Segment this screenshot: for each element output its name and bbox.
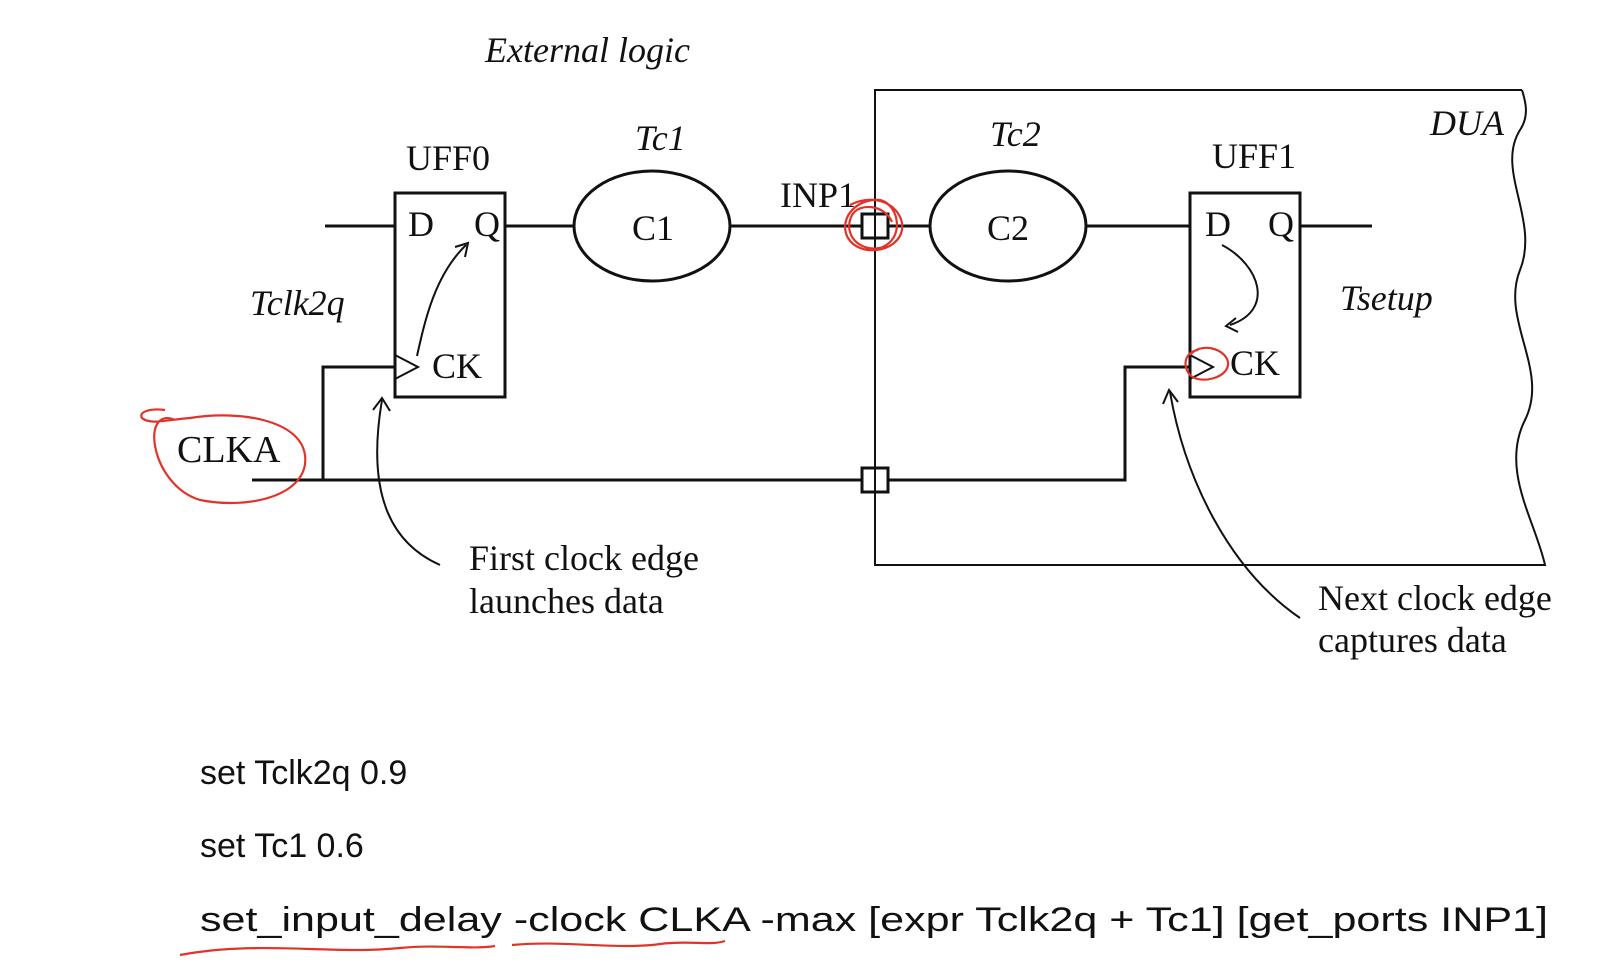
uff1-name: UFF1: [1212, 136, 1296, 176]
inp1-label: INP1: [780, 175, 856, 215]
command-line-1: set Tclk2q 0.9: [200, 754, 407, 792]
c1-label: C1: [632, 208, 674, 248]
capture-note-line2: captures data: [1318, 620, 1507, 660]
uff1-d-pin: D: [1205, 204, 1231, 244]
uff0-box: [393, 191, 507, 399]
clka-red-circle: [140, 408, 307, 505]
uff0-clock-triangle: [394, 353, 421, 381]
c2-label: C2: [987, 208, 1029, 248]
clka-to-uff1-wire: [888, 365, 1190, 482]
tc1-label: Tc1: [635, 118, 686, 158]
dua-label: DUA: [1429, 103, 1505, 143]
command-line-3: set_input_delay -clock CLKA -max [expr T…: [200, 901, 1548, 939]
uff0-d-pin: D: [408, 204, 434, 244]
inp1-red-scribble: [844, 198, 904, 252]
uff0-ck-pin: CK: [432, 346, 482, 386]
uff1-ck-pin: CK: [1230, 343, 1280, 383]
tc2-label: Tc2: [990, 114, 1041, 154]
tclk2q-arrow: [416, 244, 467, 357]
uff1-ck-red-circle: [1184, 346, 1230, 381]
uff0-name: UFF0: [406, 138, 490, 178]
clka-to-uff0-wire: [252, 365, 395, 482]
tsetup-arrowhead: [1224, 317, 1239, 333]
tclk2q-arrowhead: [454, 241, 470, 258]
uff0-q-pin: Q: [474, 204, 500, 244]
tsetup-label: Tsetup: [1340, 278, 1433, 318]
dua-boundary: [874, 89, 1547, 566]
uff1-box: [1188, 191, 1302, 399]
set-input-delay-red-underline: [179, 944, 496, 957]
clka-label: CLKA: [177, 429, 281, 471]
launch-note-arrowhead: [372, 396, 391, 412]
clock-option-red-underline: [511, 939, 726, 948]
uff1-clock-triangle: [1189, 353, 1216, 381]
uff1-q-pin: Q: [1268, 204, 1294, 244]
capture-note-arrow: [1169, 391, 1301, 619]
launch-note-line1: First clock edge: [469, 538, 699, 578]
command-line-2: set Tc1 0.6: [200, 827, 364, 865]
external-logic-label: External logic: [484, 30, 690, 70]
capture-note-line1: Next clock edge: [1318, 578, 1552, 618]
capture-note-arrowhead: [1162, 388, 1179, 405]
launch-note-line2: launches data: [469, 581, 664, 621]
inp1-port: [860, 212, 890, 240]
tsetup-arrow: [1221, 244, 1259, 326]
tclk2q-label: Tclk2q: [250, 283, 345, 323]
launch-note-arrow: [376, 399, 441, 566]
